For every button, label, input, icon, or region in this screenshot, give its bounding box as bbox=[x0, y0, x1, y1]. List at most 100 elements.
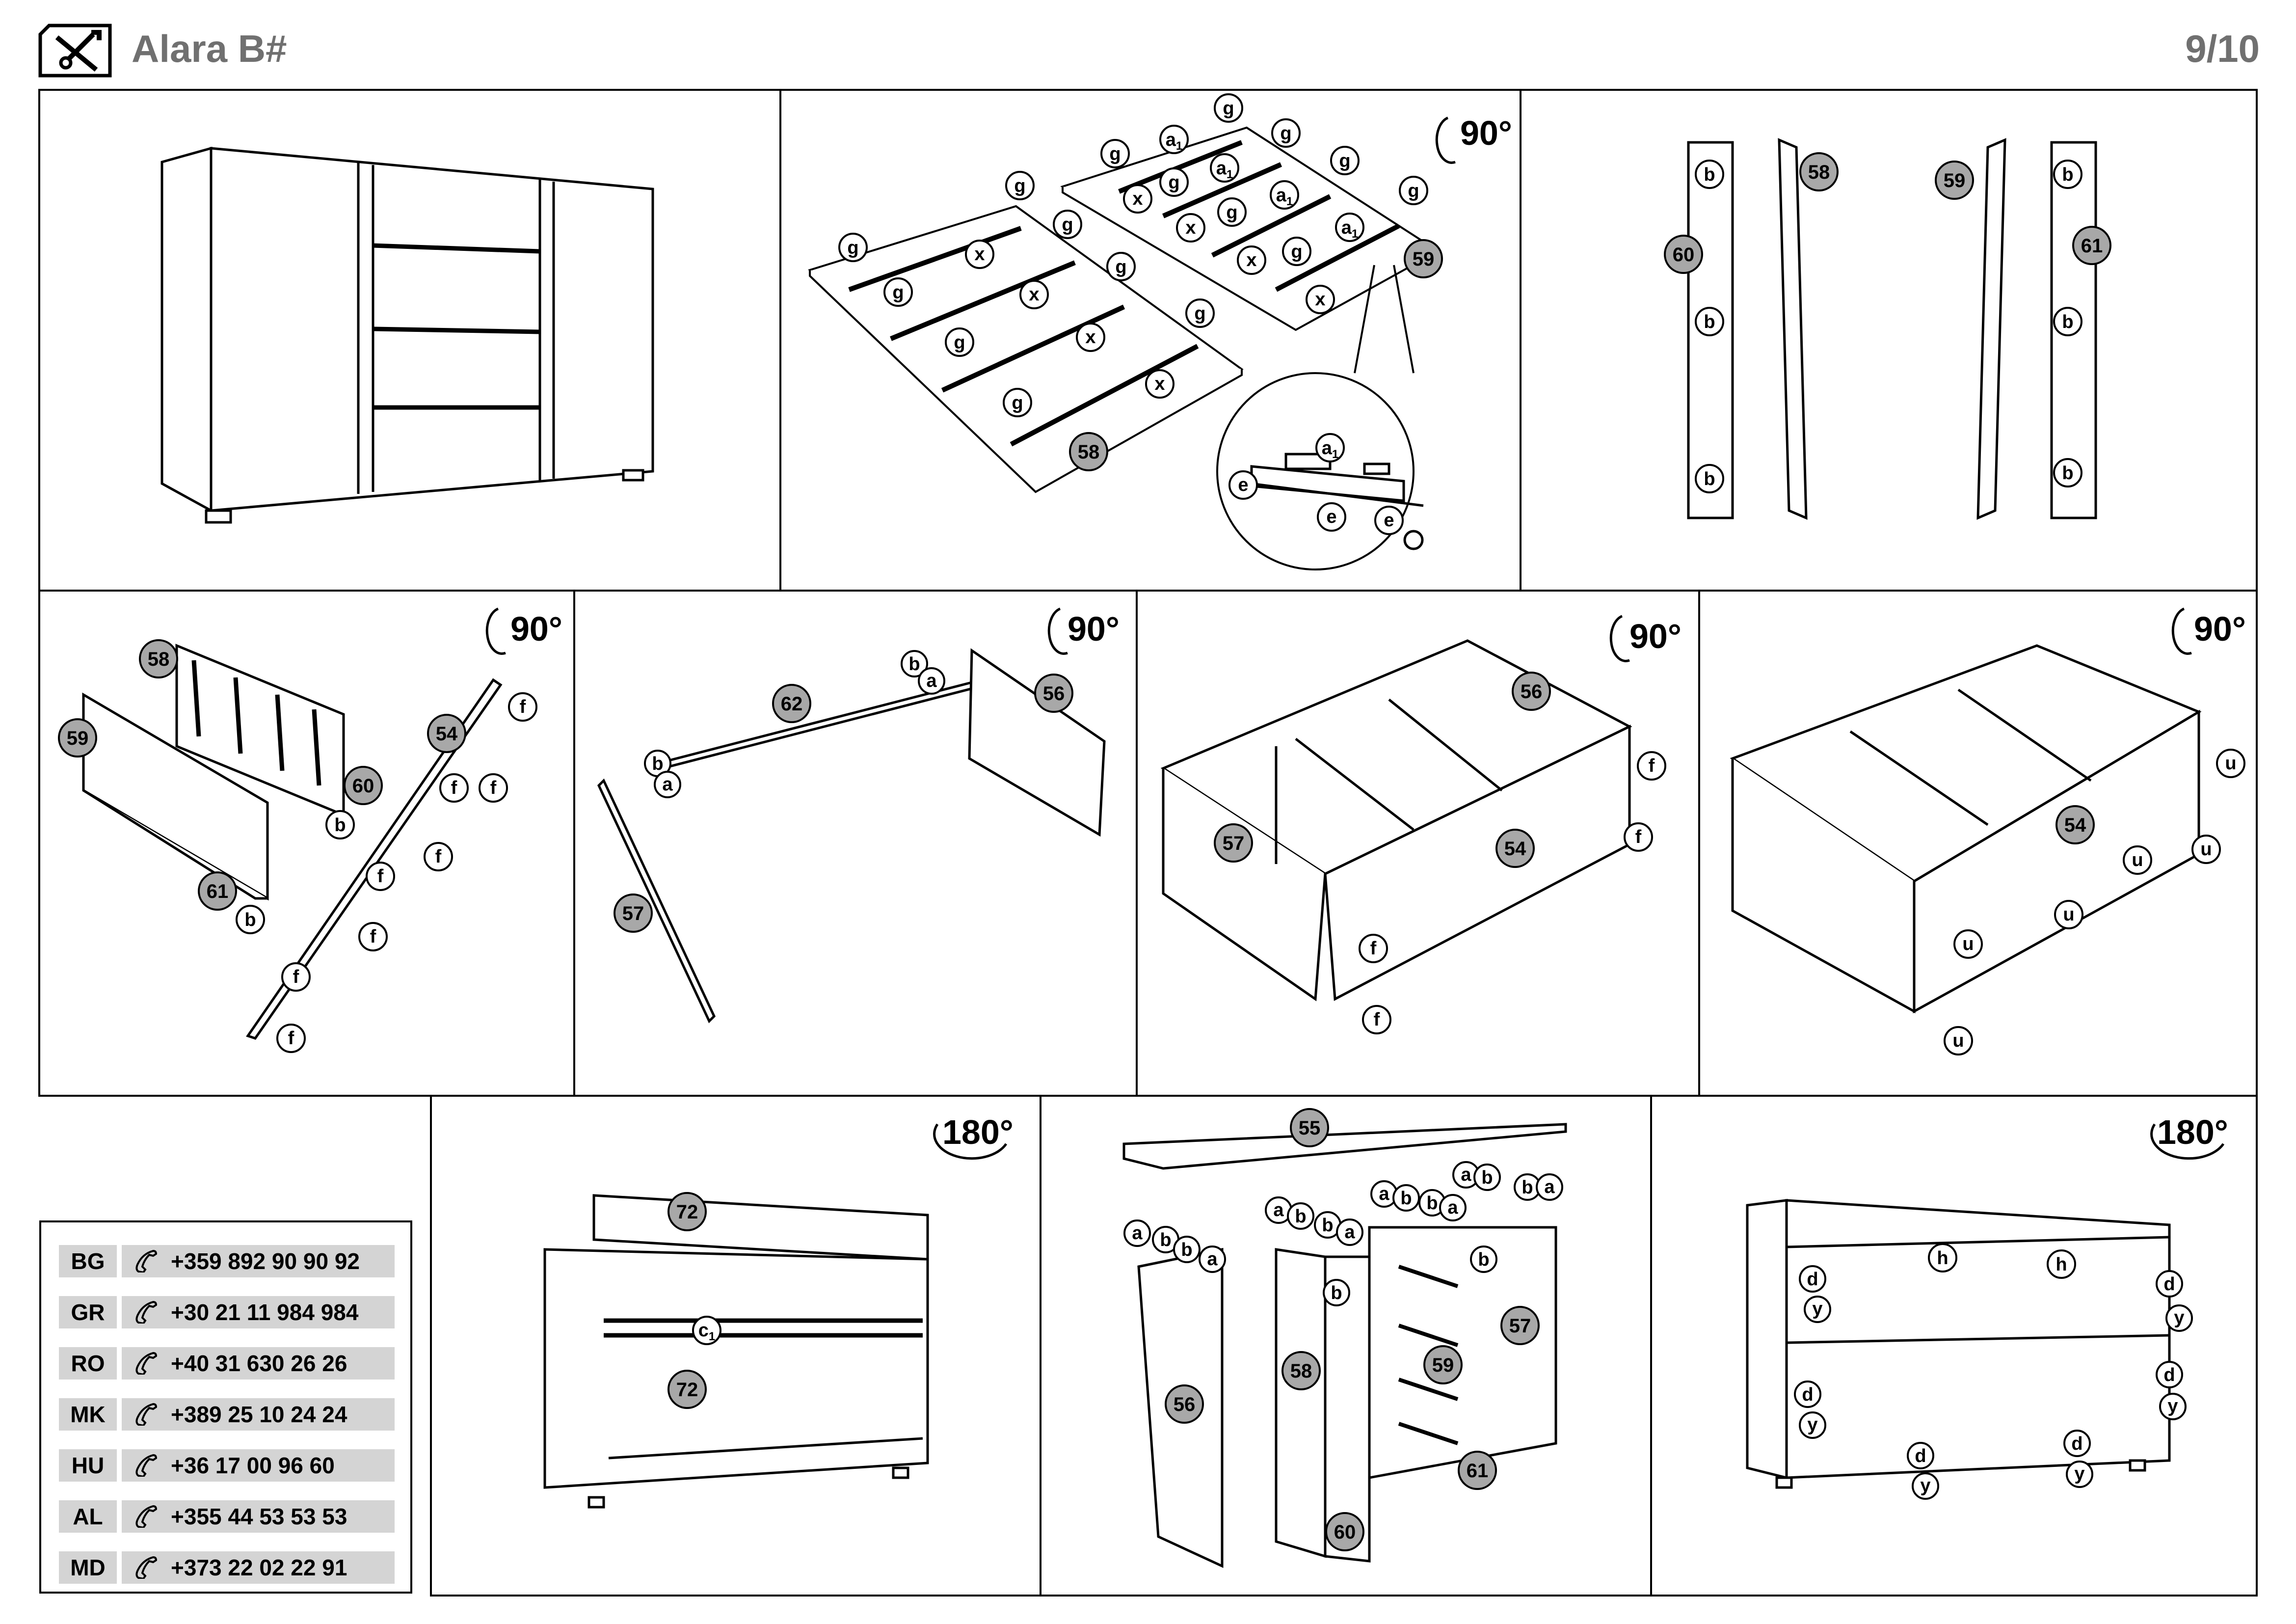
phone-icon bbox=[135, 1403, 157, 1426]
phone-icon bbox=[135, 1454, 157, 1477]
part-badge: 72 bbox=[667, 1192, 707, 1231]
hardware-label: a1 bbox=[1315, 433, 1345, 462]
hardware-label: f bbox=[1359, 934, 1388, 963]
hardware-label: x bbox=[1237, 245, 1266, 275]
svg-text:a: a bbox=[1447, 1197, 1458, 1218]
hardware-label: b bbox=[1418, 1189, 1446, 1217]
svg-text:60: 60 bbox=[352, 775, 374, 797]
hardware-label: b bbox=[1323, 1279, 1350, 1306]
svg-text:61: 61 bbox=[1467, 1460, 1489, 1482]
svg-text:f: f bbox=[288, 1028, 294, 1049]
hardware-label: b bbox=[2053, 458, 2082, 487]
hardware-label: u bbox=[2191, 835, 2221, 864]
rotation-label: 180° bbox=[2157, 1113, 2228, 1151]
hardware-label: a bbox=[1439, 1194, 1467, 1221]
hardware-label: f bbox=[508, 692, 537, 722]
svg-text:y: y bbox=[1920, 1475, 1930, 1496]
hardware-label: d bbox=[1794, 1380, 1821, 1408]
svg-text:u: u bbox=[2200, 839, 2212, 860]
svg-text:56: 56 bbox=[1521, 681, 1543, 703]
hardware-label: b bbox=[1695, 307, 1724, 336]
hardware-letters: g g g g g g g g x x x x g g g g g g g g … bbox=[236, 93, 2245, 1500]
svg-text:y: y bbox=[2174, 1307, 2184, 1328]
svg-text:d: d bbox=[2071, 1434, 2082, 1454]
svg-text:b: b bbox=[2062, 164, 2073, 185]
hardware-label: g bbox=[1282, 237, 1311, 266]
svg-text:a1: a1 bbox=[1341, 217, 1359, 241]
phone-row: MD +373 22 02 22 91 bbox=[59, 1551, 395, 1584]
svg-text:57: 57 bbox=[622, 903, 644, 924]
part-badge: 58 bbox=[1281, 1351, 1321, 1390]
svg-text:a1: a1 bbox=[1276, 185, 1293, 208]
hardware-label: g bbox=[1214, 93, 1243, 123]
svg-text:g: g bbox=[1408, 181, 1419, 201]
rotation-label: 90° bbox=[1068, 610, 1120, 648]
svg-text:60: 60 bbox=[1334, 1521, 1356, 1543]
svg-text:g: g bbox=[1291, 242, 1302, 262]
hardware-label: h bbox=[2047, 1249, 2076, 1279]
country-code: BG bbox=[59, 1245, 117, 1277]
phone-number: +36 17 00 96 60 bbox=[171, 1453, 335, 1478]
hardware-label: f bbox=[276, 1024, 306, 1053]
svg-text:a: a bbox=[1344, 1222, 1355, 1243]
hardware-label: g bbox=[1100, 139, 1130, 168]
svg-text:d: d bbox=[1802, 1384, 1813, 1405]
hardware-label: x bbox=[1176, 213, 1205, 243]
hardware-label: y bbox=[1804, 1296, 1831, 1323]
hardware-label: u bbox=[2054, 900, 2083, 929]
hardware-label: b bbox=[1695, 464, 1724, 493]
svg-text:g: g bbox=[1194, 303, 1205, 324]
phone-icon bbox=[135, 1352, 157, 1375]
hardware-label: b bbox=[325, 810, 355, 839]
part-badge: 62 bbox=[772, 684, 811, 723]
svg-text:g: g bbox=[1109, 144, 1121, 164]
rotation-label: 90° bbox=[2194, 610, 2246, 648]
hardware-label: y bbox=[1912, 1472, 1939, 1500]
svg-text:e: e bbox=[1238, 475, 1248, 495]
svg-text:a: a bbox=[1132, 1223, 1143, 1244]
country-code: RO bbox=[59, 1347, 117, 1380]
svg-text:x: x bbox=[1132, 189, 1143, 209]
svg-text:b: b bbox=[1522, 1177, 1533, 1198]
hardware-label: d bbox=[1799, 1265, 1826, 1293]
svg-text:g: g bbox=[1012, 393, 1023, 413]
svg-text:f: f bbox=[377, 866, 384, 887]
hardware-label: e bbox=[1374, 506, 1404, 535]
svg-text:d: d bbox=[1807, 1269, 1818, 1290]
svg-text:a: a bbox=[1207, 1249, 1218, 1270]
rotation-arrows bbox=[485, 116, 2225, 1160]
part-badge: 60 bbox=[1325, 1512, 1364, 1551]
svg-text:d: d bbox=[1915, 1446, 1926, 1466]
hardware-label: b bbox=[236, 905, 265, 934]
svg-text:a: a bbox=[1544, 1177, 1555, 1197]
svg-text:59: 59 bbox=[1413, 248, 1435, 270]
svg-text:57: 57 bbox=[1509, 1315, 1531, 1337]
svg-text:f: f bbox=[1635, 827, 1642, 847]
svg-text:b: b bbox=[1704, 469, 1715, 489]
svg-text:f: f bbox=[520, 697, 526, 717]
svg-text:58: 58 bbox=[1290, 1360, 1312, 1382]
hardware-label: a bbox=[654, 771, 681, 798]
svg-text:b: b bbox=[652, 754, 663, 774]
svg-text:b: b bbox=[1295, 1206, 1306, 1227]
svg-text:f: f bbox=[435, 846, 442, 867]
svg-text:b: b bbox=[908, 654, 920, 675]
part-badge: 59 bbox=[1423, 1345, 1463, 1384]
hardware-label: f bbox=[366, 862, 395, 891]
svg-text:x: x bbox=[1154, 374, 1165, 394]
svg-text:a: a bbox=[926, 671, 937, 691]
hardware-label: a1 bbox=[1210, 153, 1239, 183]
hardware-label: f bbox=[424, 842, 453, 871]
part-badge: 60 bbox=[1664, 235, 1703, 274]
drawer-bottoms bbox=[808, 126, 1435, 570]
svg-text:f: f bbox=[451, 778, 457, 798]
phone-row: GR +30 21 11 984 984 bbox=[59, 1296, 395, 1328]
part-badge: 59 bbox=[1404, 239, 1443, 278]
hardware-label: a bbox=[1199, 1245, 1226, 1273]
hardware-label: e bbox=[1317, 502, 1346, 532]
svg-text:55: 55 bbox=[1299, 1117, 1321, 1139]
hardware-label: a1 bbox=[1159, 125, 1189, 154]
hardware-label: y bbox=[2159, 1393, 2187, 1420]
svg-text:72: 72 bbox=[676, 1201, 698, 1223]
